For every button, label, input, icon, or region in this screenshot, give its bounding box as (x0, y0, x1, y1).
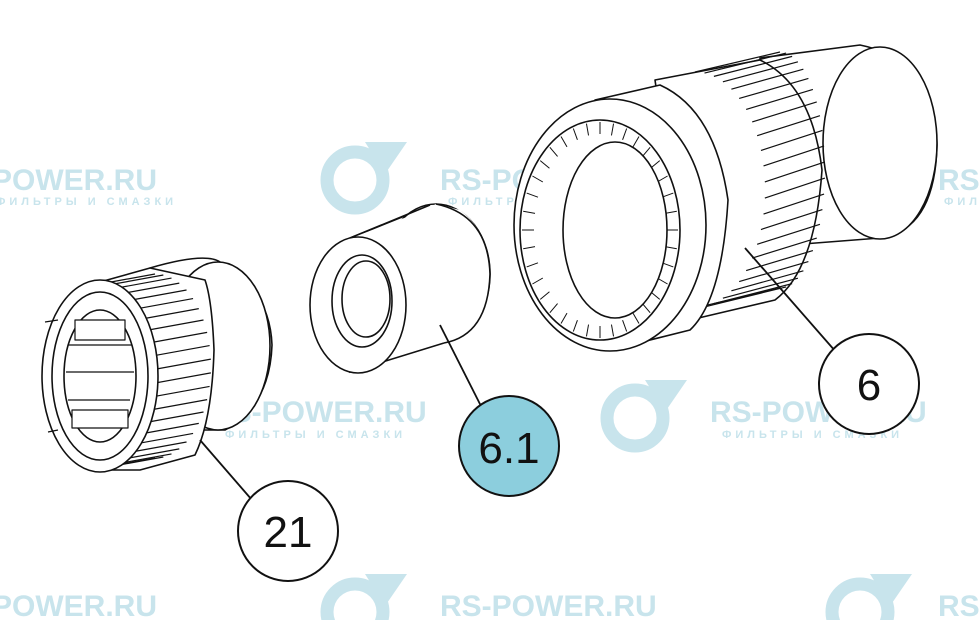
gear-tooth-line (572, 128, 578, 140)
gear-tooth-line (155, 358, 211, 370)
gear-tooth-line (764, 161, 826, 183)
part-6-1-bushing (309, 203, 491, 374)
gear-tooth-line (585, 123, 590, 136)
gear-tooth-line (148, 319, 204, 331)
gear-tooth-line (622, 320, 628, 332)
watermark-logo-icon (320, 142, 407, 215)
gear-tooth-line (131, 289, 187, 301)
gear-tooth-line (752, 101, 817, 123)
gear-tooth-line (745, 249, 814, 272)
leader-6-1 (439, 324, 485, 413)
gear-tooth-line (722, 61, 799, 83)
gear-tooth-line (731, 68, 804, 90)
gear-tooth-line (108, 274, 164, 286)
gear-tooth-line (610, 324, 615, 337)
gear-tooth-line (539, 291, 550, 300)
gear-tooth-line (124, 448, 180, 460)
gear-tooth-line (560, 312, 568, 324)
gear-tooth-line (722, 277, 799, 299)
gear-tooth-line (154, 385, 210, 398)
gear-tooth-line (694, 287, 781, 309)
gear-tooth-line (713, 55, 793, 77)
watermark-tagline: ФИЛЬТРЫ И СМАЗКИ (944, 196, 980, 208)
gear-tooth-line (155, 372, 211, 384)
gear-tooth-line (526, 192, 539, 198)
gear-tooth-line (664, 210, 677, 214)
gear-tooth-line (756, 115, 821, 137)
gear-tooth-line (632, 312, 640, 324)
gear-tooth-line (585, 324, 590, 337)
gear-tooth-line (143, 308, 199, 320)
callout-21[interactable]: 21 (237, 480, 339, 582)
gear-tooth-line (549, 146, 558, 157)
gear-tooth-line (622, 128, 628, 140)
part-6-gear-coupling (513, 44, 938, 352)
callout-6-1-label: 6.1 (478, 424, 539, 473)
gear-tooth-line (560, 136, 568, 148)
gear-tooth-line (143, 422, 199, 434)
callout-21-label: 21 (264, 508, 313, 557)
gear-tooth-line (763, 145, 825, 167)
gear-tooth-line (760, 129, 823, 152)
callout-6[interactable]: 6 (818, 333, 920, 435)
gear-tooth-line (152, 331, 208, 343)
gear-tooth-line (148, 411, 204, 423)
watermark-text: POWER.RU (0, 164, 157, 197)
leader-lines (199, 247, 837, 501)
callout-21-circle (237, 480, 339, 582)
gear-tooth-line (137, 432, 194, 445)
leader-6 (744, 247, 837, 353)
gear-tooth-line (642, 146, 651, 157)
watermark-tagline: ФИЛЬТРЫ И СМАЗКИ (225, 429, 406, 441)
gear-tooth-line (760, 208, 823, 231)
gear-tooth-line (137, 297, 194, 310)
gear-tooth-line (632, 136, 640, 148)
gear-tooth-line (694, 51, 781, 73)
gear-tooth-line (532, 175, 544, 183)
gear-tooth-line (526, 262, 539, 268)
gear-tooth-line (154, 344, 210, 357)
callout-6-1[interactable]: 6.1 (458, 395, 560, 497)
gear-tooth-line (610, 123, 615, 136)
gear-tooth-line (131, 441, 187, 453)
gear-tooth-line (704, 52, 787, 74)
gear-tooth-line (523, 210, 536, 214)
callout-6-label: 6 (857, 361, 881, 410)
gear-tooth-line (539, 160, 550, 169)
gear-tooth-line (124, 282, 180, 294)
watermark-text: RS-POWER.RU (440, 590, 657, 620)
watermark-tagline: ФИЛЬТРЫ И СМАЗКИ (0, 196, 177, 208)
gear-tooth-line (745, 88, 814, 111)
gear-tooth-line (572, 320, 578, 332)
gear-tooth-line (739, 77, 809, 100)
gear-tooth-line (752, 237, 817, 259)
callout-6-circle (818, 333, 920, 435)
gear-tooth-line (731, 270, 804, 292)
gear-tooth-line (532, 277, 544, 285)
leader-21 (199, 439, 253, 501)
watermark-logo-icon (320, 574, 407, 620)
gear-tooth-line (642, 303, 651, 314)
watermark-text: RS- (938, 164, 980, 197)
watermark-text: RS- (938, 590, 980, 620)
gear-tooth-line (523, 246, 536, 250)
gear-tooth-line (756, 223, 821, 245)
gear-tooth-line (549, 303, 558, 314)
gear-tooth-line (116, 277, 172, 289)
gear-tooth-line (763, 193, 825, 215)
gear-tooth-line (739, 260, 809, 283)
watermark-logo-icon (825, 574, 912, 620)
part-21-sleeve (41, 257, 273, 473)
gear-tooth-line (664, 246, 677, 250)
callout-6-1-circle (458, 395, 560, 497)
gear-tooth-line (764, 177, 826, 199)
watermark-logo-icon (600, 380, 687, 453)
gear-tooth-line (152, 399, 208, 411)
watermark-text: POWER.RU (0, 590, 157, 620)
